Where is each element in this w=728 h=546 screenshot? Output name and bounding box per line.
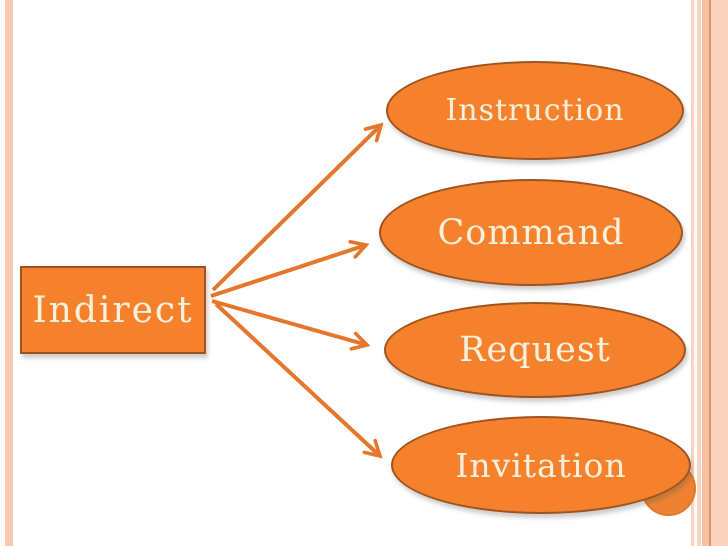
arrow-indirect-to-request (211, 299, 371, 351)
command-node-label: Command (437, 212, 625, 253)
arrow-indirect-to-invitation (214, 302, 383, 459)
invitation-node: Invitation (391, 416, 691, 514)
request-node: Request (384, 302, 686, 398)
arrow-indirect-to-command (210, 239, 370, 298)
right-border-stripe-2 (697, 0, 701, 546)
right-border-stripe-3 (702, 0, 709, 546)
right-border-stripe-1 (691, 0, 694, 546)
arrow-indirect-to-instruction (211, 122, 384, 292)
invitation-node-label: Invitation (455, 445, 627, 485)
request-node-label: Request (459, 330, 611, 370)
instruction-node: Instruction (386, 61, 684, 160)
indirect-node: Indirect (20, 266, 206, 354)
indirect-node-label: Indirect (32, 289, 194, 331)
left-border-stripe (5, 0, 13, 546)
command-node: Command (379, 179, 683, 286)
instruction-node-label: Instruction (445, 93, 625, 128)
right-border-stripe-5 (711, 0, 728, 546)
right-border-stripe-4 (709, 0, 711, 546)
